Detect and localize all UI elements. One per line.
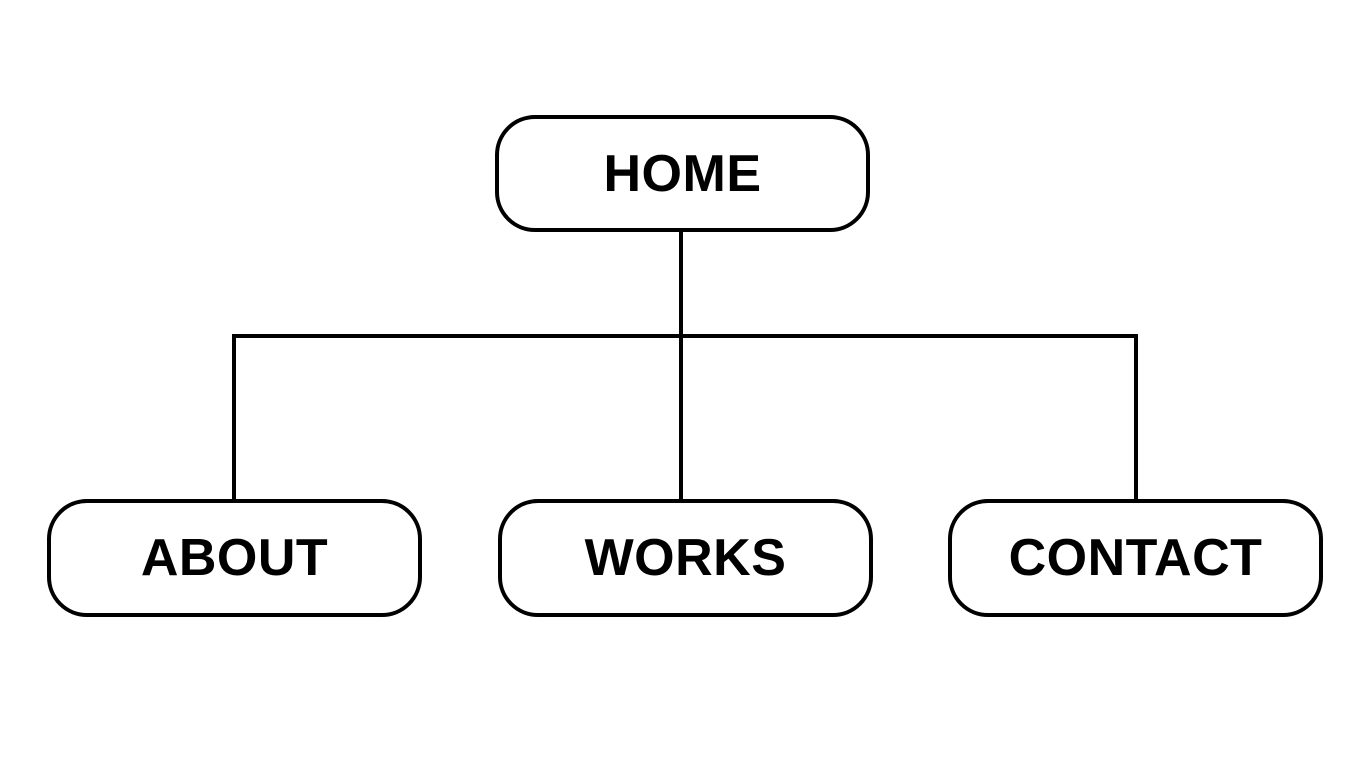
node-works-label: WORKS <box>584 529 787 587</box>
node-works[interactable]: WORKS <box>498 499 873 617</box>
node-contact[interactable]: CONTACT <box>948 499 1323 617</box>
node-about[interactable]: ABOUT <box>47 499 422 617</box>
node-home-label: HOME <box>603 144 762 203</box>
node-about-label: ABOUT <box>140 529 329 587</box>
node-home[interactable]: HOME <box>495 115 870 232</box>
node-contact-label: CONTACT <box>1008 529 1263 587</box>
